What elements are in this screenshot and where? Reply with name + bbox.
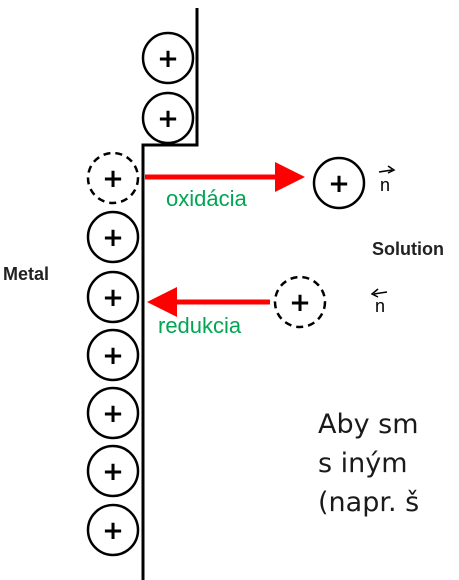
svg-text:+: + xyxy=(102,283,124,313)
caption-line-2: s iným xyxy=(318,444,459,483)
metal-ion-4: + xyxy=(88,388,138,438)
normal-vector-icon-lower: n xyxy=(372,289,387,316)
metal-ion-3: + xyxy=(88,330,138,380)
svg-text:+: + xyxy=(328,169,350,199)
solution-ion: + xyxy=(314,158,364,208)
oxidation-label: oxidácia xyxy=(166,186,247,211)
svg-text:+: + xyxy=(102,457,124,487)
svg-text:+: + xyxy=(102,341,124,371)
svg-text:+: + xyxy=(289,288,311,318)
caption-line-3: (napr. š xyxy=(318,483,459,522)
metal-ion-5: + xyxy=(88,446,138,496)
svg-text:+: + xyxy=(102,223,124,253)
vacancy-ion-surface: + xyxy=(88,153,138,203)
solution-label: Solution xyxy=(372,239,444,259)
reduction-label: redukcia xyxy=(158,313,242,338)
caption-text-block: Aby sm s iným (napr. š xyxy=(318,405,459,522)
svg-text:+: + xyxy=(102,164,124,194)
normal-vector-icon-upper: n xyxy=(379,166,394,195)
svg-text:+: + xyxy=(157,44,179,74)
solution-ion-dashed: + xyxy=(275,277,325,327)
caption-line-1: Aby sm xyxy=(318,405,459,444)
svg-text:+: + xyxy=(102,399,124,429)
svg-text:+: + xyxy=(157,104,179,134)
metal-ion-6: + xyxy=(88,505,138,555)
svg-text:n: n xyxy=(375,296,385,316)
metal-label: Metal xyxy=(3,264,49,284)
metal-ion-1: + xyxy=(88,212,138,262)
svg-text:+: + xyxy=(102,516,124,546)
svg-text:n: n xyxy=(380,175,390,195)
ion-step-2: + xyxy=(143,93,193,143)
metal-ion-2: + xyxy=(88,272,138,322)
ion-step-1: + xyxy=(143,33,193,83)
